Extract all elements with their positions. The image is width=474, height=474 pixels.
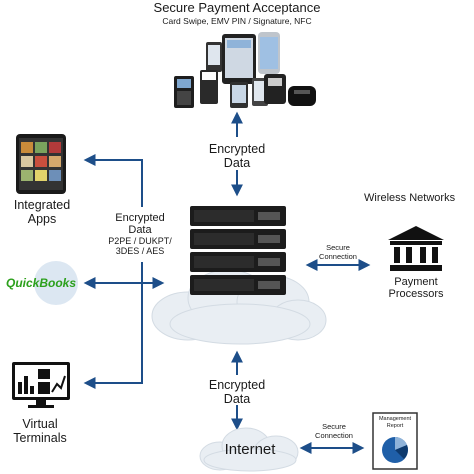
payment-processors-label: Payment Processors	[388, 276, 443, 300]
payment-devices-icon	[174, 32, 316, 108]
top-encrypted-line1: Encrypted	[208, 142, 266, 156]
top-encrypted-label: Encrypted Data	[209, 142, 265, 170]
virtual-terminals-line1: Virtual	[22, 417, 58, 431]
secure-connection-right-label: Secure Connection	[319, 243, 357, 261]
secure-connection-bottom-line2: Connection	[315, 431, 353, 440]
internet-cloud-icon	[199, 427, 299, 472]
integrated-apps-label: Integrated Apps	[14, 198, 70, 226]
virtual-terminals-label: Virtual Terminals	[13, 417, 67, 445]
management-report-line2: Report	[386, 422, 404, 429]
server-rack-icon	[190, 206, 286, 295]
quickbooks-logo	[34, 261, 78, 305]
payment-processors-line2: Processors	[388, 288, 444, 300]
tablet-apps-icon	[16, 134, 66, 194]
virtual-terminals-line2: Terminals	[13, 431, 67, 445]
secure-connection-right-line2: Connection	[319, 252, 357, 261]
page-title: Secure Payment Acceptance	[153, 0, 321, 15]
top-encrypted-line2: Data	[223, 156, 251, 170]
bank-building-icon	[388, 226, 444, 271]
internet-label: Internet	[224, 441, 276, 458]
arrow-to-integrated-apps	[83, 154, 143, 207]
quickbooks-text: QuickBooks	[6, 276, 77, 290]
integrated-apps-line1: Integrated	[13, 198, 71, 212]
bottom-encrypted-line2: Data	[223, 392, 251, 406]
wireless-networks-label: Wireless Networks	[364, 192, 456, 204]
payment-processors-line1: Payment	[394, 276, 438, 288]
left-encrypted-line1: Encrypted	[115, 212, 165, 224]
management-report-line1: Management	[378, 416, 412, 422]
left-encrypted-line2: Data	[128, 224, 152, 236]
secure-connection-bottom-line1: Secure	[322, 422, 346, 431]
left-encrypted-line4: 3DES / AES	[115, 246, 165, 256]
integrated-apps-line2: Apps	[27, 212, 57, 226]
page-subtitle: Card Swipe, EMV PIN / Signature, NFC	[162, 16, 312, 26]
management-report-icon	[372, 412, 418, 470]
bottom-encrypted-line1: Encrypted	[208, 378, 266, 392]
arrow-to-virtual-terminals	[83, 262, 143, 389]
management-report-label: Management Report	[379, 416, 411, 429]
secure-connection-right-line1: Secure	[326, 243, 350, 252]
monitor-chart-icon	[12, 362, 70, 408]
left-encrypted-label: Encrypted Data P2PE / DUKPT/ 3DES / AES	[108, 212, 172, 256]
bottom-encrypted-label: Encrypted Data	[209, 378, 265, 406]
secure-connection-bottom-label: Secure Connection	[315, 422, 353, 440]
left-encrypted-line3: P2PE / DUKPT/	[108, 236, 172, 246]
